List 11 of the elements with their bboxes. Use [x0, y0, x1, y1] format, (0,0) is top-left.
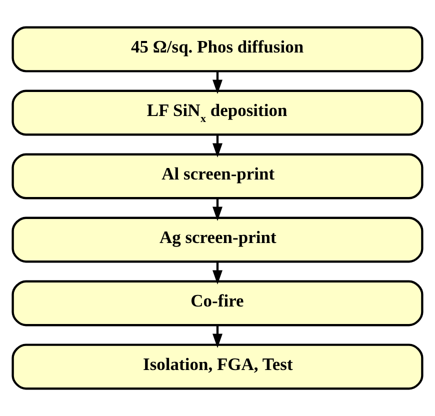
- node-box: Al screen-print: [12, 153, 424, 200]
- node-box: Ag screen-print: [12, 216, 424, 263]
- node-box: 45 Ω/sq. Phos diffusion: [12, 26, 424, 72]
- node-box: Isolation, FGA, Test: [12, 344, 424, 390]
- arrow: [212, 262, 222, 285]
- arrow: [212, 198, 222, 222]
- node-box: LF SiN$_{x}$ deposition: [12, 90, 424, 136]
- arrow: [212, 134, 222, 158]
- node-box: Co-fire: [12, 280, 424, 326]
- arrow: [212, 71, 222, 94]
- arrow: [212, 325, 222, 348]
